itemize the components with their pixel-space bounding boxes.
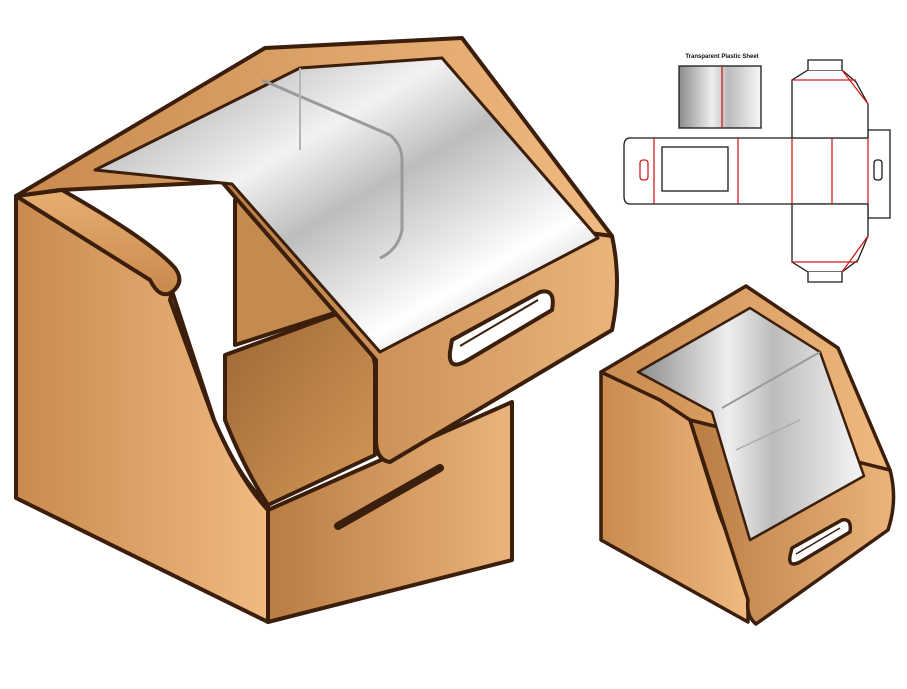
window-box-large-icon bbox=[14, 36, 619, 624]
plastic-sheet-label: Transparent Plastic Sheet bbox=[685, 54, 759, 60]
dieline-template-icon bbox=[623, 59, 891, 283]
window-box-small-icon bbox=[599, 284, 896, 626]
